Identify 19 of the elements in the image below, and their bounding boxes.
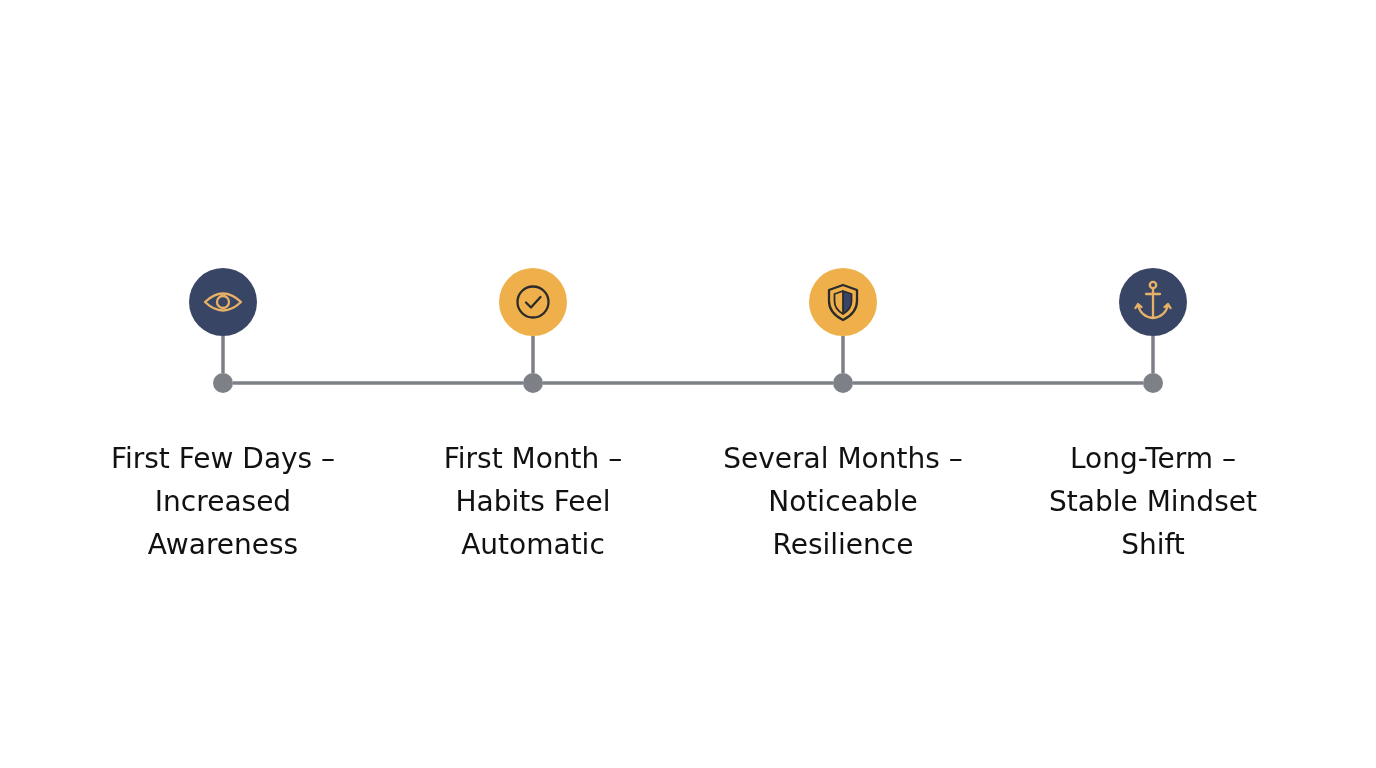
anchor-icon [1119, 268, 1187, 336]
milestone-label: First Few Days – Increased Awareness [109, 441, 337, 563]
connector-line [531, 336, 535, 373]
timeline-dot [213, 373, 233, 393]
check-circle-icon [499, 268, 567, 336]
milestone-label: Long-Term – Stable Mindset Shift [1048, 441, 1258, 563]
connector-line [1151, 336, 1155, 373]
timeline-dot [833, 373, 853, 393]
shield-icon [809, 268, 877, 336]
timeline-dot [523, 373, 543, 393]
milestone-label: First Month – Habits Feel Automatic [442, 441, 624, 563]
timeline-line [233, 381, 523, 385]
connector-line [841, 336, 845, 373]
eye-icon [189, 268, 257, 336]
timeline-line [853, 381, 1143, 385]
milestone-label: Several Months – Noticeable Resilience [722, 441, 964, 563]
connector-line [221, 336, 225, 373]
timeline-line [543, 381, 833, 385]
timeline-dot [1143, 373, 1163, 393]
